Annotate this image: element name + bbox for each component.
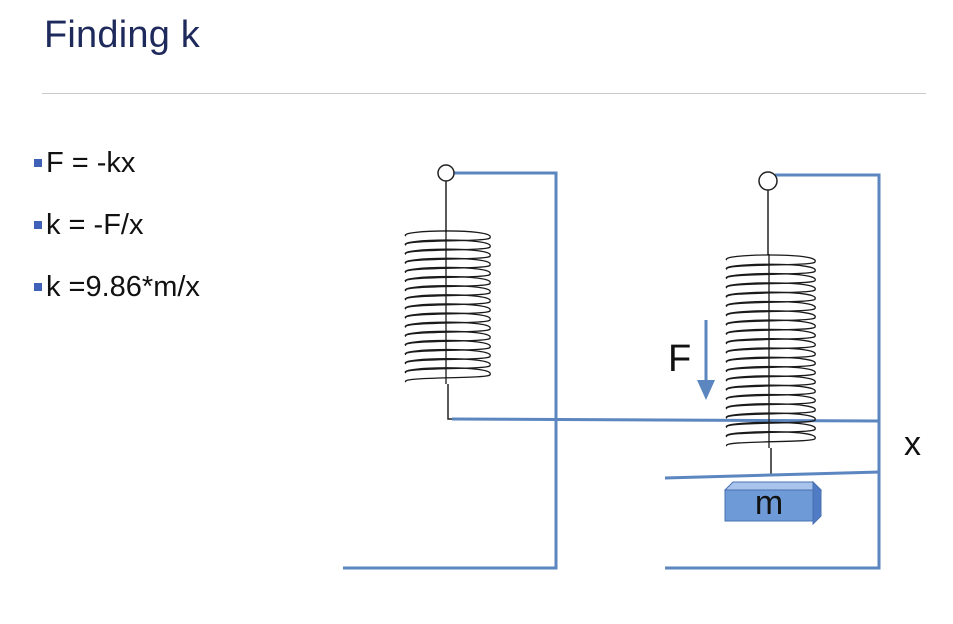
spring-turn: [405, 239, 491, 255]
left-stand: [343, 171, 558, 570]
spring-turn: [405, 266, 491, 283]
spring-turn: [726, 431, 816, 447]
spring-turn: [726, 421, 816, 438]
rest-position-line: [451, 417, 881, 423]
spring-turn: [405, 339, 491, 356]
spring-turn: [405, 348, 491, 365]
spring-turn: [726, 403, 816, 419]
bullet-square-icon: [34, 283, 42, 291]
spring-turn: [726, 310, 816, 326]
left-spring-bottom-wire: [447, 384, 452, 420]
bullet-list: F = -kx k = -F/x k =9.86*m/x: [34, 132, 200, 318]
spring-turn: [726, 328, 816, 345]
bullet-item: F = -kx: [34, 132, 200, 194]
stretched-position-line: [664, 470, 881, 480]
bullet-square-icon: [34, 159, 42, 167]
spring-turn: [405, 294, 491, 310]
spring-turn: [405, 230, 491, 246]
mass-block: [723, 480, 823, 526]
force-label: F: [668, 338, 691, 380]
right-hook-ring: [758, 171, 778, 191]
force-arrow-icon: [697, 320, 715, 400]
spring-turn: [405, 312, 491, 328]
spring-turn: [726, 300, 816, 317]
spring-turn: [726, 412, 816, 429]
spring-turn: [726, 384, 816, 401]
left-spring-coil: [405, 230, 491, 384]
title-divider: [42, 93, 926, 94]
spring-turn: [405, 330, 491, 347]
spring-turn: [726, 319, 816, 336]
spring-turn: [405, 358, 491, 374]
spring-turn: [405, 257, 491, 274]
spring-turn: [726, 291, 816, 308]
spring-turn: [405, 275, 491, 292]
bullet-text: k = -F/x: [46, 208, 144, 241]
spring-turn: [726, 338, 816, 354]
spring-turn: [726, 393, 816, 410]
slide-title: Finding k: [44, 14, 200, 56]
bullet-item: k = -F/x: [34, 194, 200, 256]
bullet-item: k =9.86*m/x: [34, 256, 200, 318]
spring-turn: [405, 321, 491, 338]
spring-turn: [726, 263, 816, 280]
spring-turn: [405, 367, 491, 383]
spring-turn: [726, 356, 816, 373]
bullet-square-icon: [34, 221, 42, 229]
spring-turn: [726, 254, 816, 270]
spring-turn: [405, 303, 491, 319]
spring-turn: [726, 282, 816, 298]
right-stand: [665, 173, 881, 570]
displacement-label: x: [904, 425, 921, 463]
spring-turn: [726, 272, 816, 289]
left-hook-ring: [437, 164, 455, 182]
spring-turn: [726, 347, 816, 363]
mass-label: m: [755, 484, 783, 522]
spring-turn: [405, 285, 491, 301]
spring-turn: [726, 365, 816, 382]
bullet-text: k =9.86*m/x: [46, 270, 200, 303]
right-spring-coil: [726, 254, 816, 448]
spring-turn: [726, 375, 816, 391]
spring-turn: [405, 248, 491, 265]
bullet-text: F = -kx: [46, 146, 136, 179]
